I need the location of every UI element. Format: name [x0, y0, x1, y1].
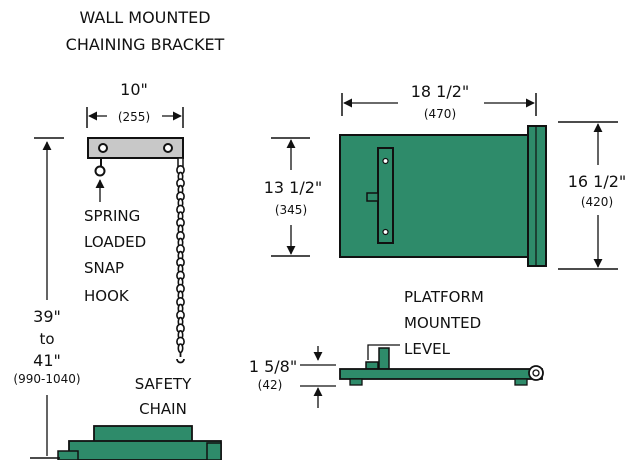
snap-hook-line3: SNAP — [84, 259, 124, 277]
bracket-width-mm: (255) — [118, 110, 150, 124]
safety-chain-line1: SAFETY — [135, 375, 192, 393]
platform-top-view — [339, 125, 547, 267]
platform-side-in: 16 1/2" — [568, 172, 627, 191]
title-line2: CHAINING BRACKET — [66, 35, 225, 54]
platform-side-mm: (420) — [581, 195, 613, 209]
platform-level-line2: MOUNTED — [404, 314, 481, 332]
bracket-width-in: 10" — [120, 80, 148, 99]
snap-hook-line1: SPRING — [84, 207, 140, 225]
title-line1: WALL MOUNTED — [79, 8, 210, 27]
bottom-platform-drawing — [30, 425, 222, 460]
platform-depth-in: 13 1/2" — [264, 178, 323, 197]
height-mm: (990-1040) — [13, 372, 80, 386]
height-line2: to — [39, 330, 54, 348]
platform-width-in: 18 1/2" — [411, 82, 470, 101]
safety-chain-line2: CHAIN — [139, 400, 187, 418]
platform-side-view — [339, 347, 544, 386]
height-line1: 39" — [33, 307, 61, 326]
snap-hook-line2: LOADED — [84, 233, 146, 251]
height-line3: 41" — [33, 351, 61, 370]
chain-link — [177, 343, 184, 354]
thickness-mm: (42) — [258, 378, 283, 392]
platform-depth-mm: (345) — [275, 203, 307, 217]
level-leader — [367, 344, 400, 360]
wall-bracket — [87, 137, 184, 159]
platform-level-line1: PLATFORM — [404, 288, 484, 306]
snap-hook-icon — [94, 158, 106, 177]
safety-chain-drawing — [176, 157, 185, 364]
platform-level-line3: LEVEL — [404, 340, 451, 358]
platform-width-mm: (470) — [424, 107, 456, 121]
chain-end-hook — [176, 352, 185, 364]
thickness-in: 1 5/8" — [249, 357, 297, 376]
snap-hook-line4: HOOK — [84, 287, 130, 305]
